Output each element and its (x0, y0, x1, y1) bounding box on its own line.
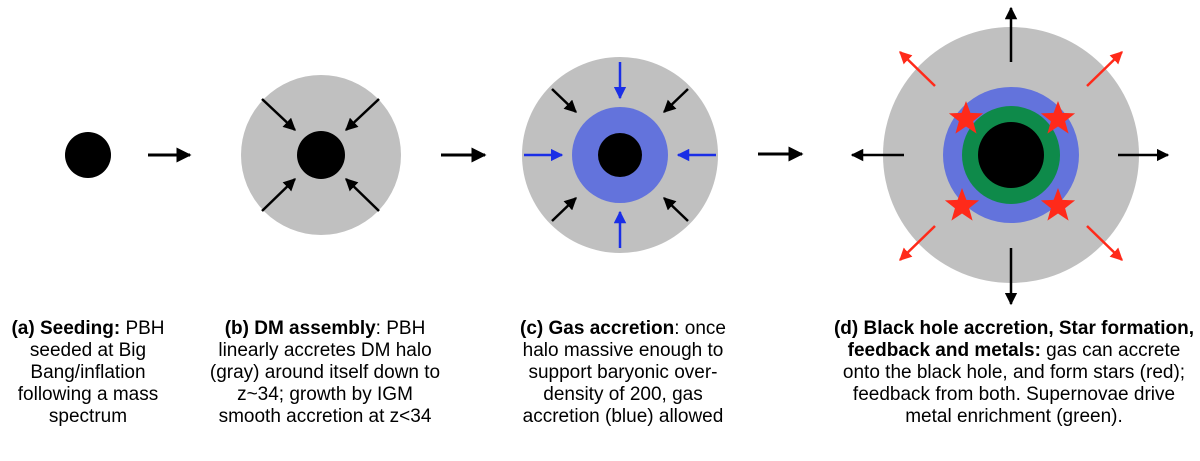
caption-a-text: PBH seeded at Big Bang/inflation followi… (17, 318, 165, 427)
dm-inflow-arrow (551, 197, 577, 222)
black-hole (978, 122, 1044, 188)
transition-arrows (148, 146, 804, 163)
caption-panel-d: (d) Black hole accretion, Star formation… (832, 318, 1196, 428)
feedback-arrow (1086, 51, 1123, 87)
caption-a-heading: (a) Seeding: (11, 318, 121, 339)
black-hole (297, 131, 345, 179)
dm-inflow-arrow (345, 178, 380, 212)
caption-c-heading: (c) Gas accretion (520, 318, 675, 339)
caption-b-text: : PBH linearly accretes DM halo (gray) a… (209, 318, 441, 427)
black-hole (598, 133, 642, 177)
feedback-arrow (1086, 225, 1123, 261)
dm-inflow-arrow (663, 197, 689, 222)
caption-panel-a: (a) Seeding: PBH seeded at Big Bang/infl… (0, 318, 176, 428)
panel-b-dm-assembly (241, 75, 401, 235)
dm-inflow-arrow (551, 88, 577, 113)
feedback-arrow (899, 51, 936, 87)
dm-inflow-arrow (261, 98, 296, 131)
caption-panel-c: (c) Gas accretion: once halo massive eno… (516, 318, 730, 428)
panel-c-gas-accretion (522, 57, 718, 253)
caption-b-heading: (b) DM assembly (224, 318, 376, 339)
star-icon (944, 188, 980, 221)
caption-panel-b: (b) DM assembly: PBH linearly accretes D… (205, 318, 445, 428)
caption-c-text: : once halo massive enough to support ba… (522, 318, 726, 427)
panel-a-seeding (65, 132, 111, 178)
caption-d-text: gas can accrete onto the black hole, and… (842, 340, 1186, 427)
feedback-arrow (899, 225, 936, 261)
dm-inflow-arrow (345, 98, 380, 131)
black-hole-seed (65, 132, 111, 178)
star-icon (1040, 101, 1076, 134)
dm-inflow-arrow (663, 88, 689, 113)
star-icon (948, 101, 984, 134)
caption-d-heading: (d) Black hole accretion, Star formation… (833, 318, 1195, 361)
star-icon (1040, 188, 1076, 221)
dm-inflow-arrow (261, 178, 296, 212)
panel-d-feedback (850, 6, 1170, 306)
